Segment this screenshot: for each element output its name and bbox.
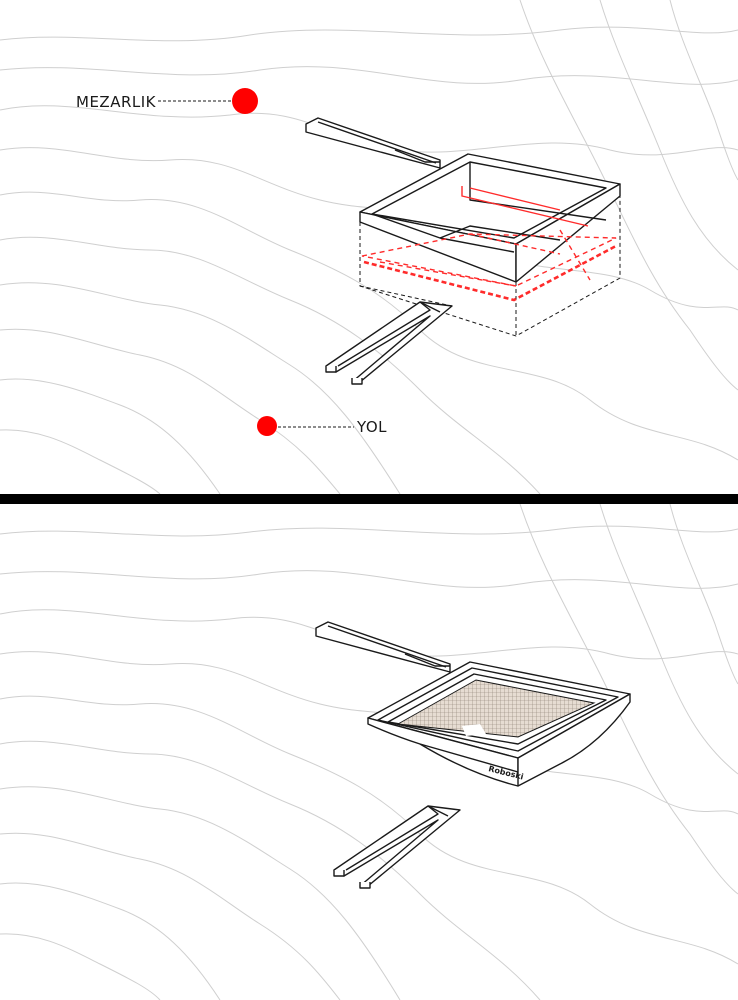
bottom-diagram-panel: Roboski [0, 504, 738, 1000]
mesh-opening [462, 724, 486, 736]
bottom-diagram: Roboski [0, 504, 738, 1000]
road-annotation: YOL [257, 416, 387, 436]
road-marker [257, 416, 277, 436]
road-path [333, 805, 461, 889]
top-diagram: MEZARLIK YOL [0, 0, 738, 494]
cemetery-label: MEZARLIK [76, 93, 157, 111]
cemetery-annotation: MEZARLIK [76, 88, 258, 114]
contour-lines [0, 504, 738, 1000]
cemetery-path [315, 621, 451, 673]
panel-divider [0, 494, 738, 504]
memorial-structure: Roboski [367, 661, 631, 787]
structure-box [359, 153, 621, 337]
cemetery-path [305, 117, 441, 169]
contour-lines [0, 0, 738, 494]
road-label: YOL [356, 418, 387, 436]
top-diagram-panel: MEZARLIK YOL [0, 0, 738, 494]
cemetery-marker [232, 88, 258, 114]
road-path [325, 301, 453, 385]
